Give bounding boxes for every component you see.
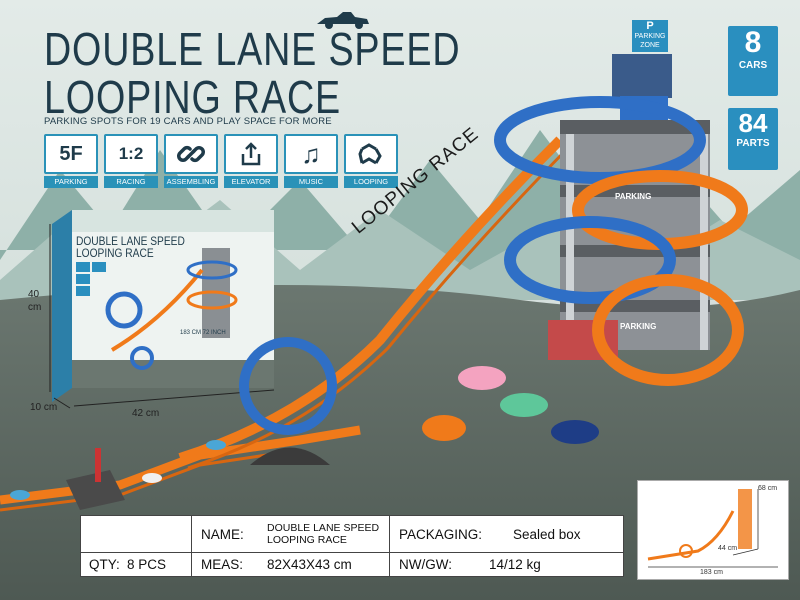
box-size-note: 183 CM 72 INCH xyxy=(180,330,226,336)
spec-packaging-label: PACKAGING: xyxy=(399,526,483,542)
dimension-inset: 68 cm 44 cm 183 cm xyxy=(637,480,789,580)
chain-link-icon xyxy=(164,134,218,174)
box-height-label: 40 cm xyxy=(28,289,42,313)
product-subtitle: PARKING SPOTS FOR 19 CARS AND PLAY SPACE… xyxy=(44,116,332,127)
feature-label: ASSEMBLING xyxy=(164,176,218,188)
feature-elevator: ELEVATOR xyxy=(224,134,278,188)
spec-name-value: DOUBLE LANE SPEED LOOPING RACE xyxy=(267,522,380,546)
spec-row-2: QTY: 8 PCS MEAS: 82X43X43 cm NW/GW: 14/1… xyxy=(81,552,623,577)
tower-sign: P PARKING ZONE xyxy=(630,20,670,54)
inset-height-label: 68 cm xyxy=(758,485,778,492)
tower-label-upper: PARKING xyxy=(615,192,652,201)
product-title-line2: LOOPING RACE xyxy=(44,71,342,123)
tower-sign-parking-letter: P xyxy=(646,20,654,32)
product-box: DOUBLE LANE SPEED LOOPING RACE 183 CM 72… xyxy=(52,210,274,402)
parts-count: 84 xyxy=(738,108,768,138)
feature-looping: LOOPING xyxy=(344,134,398,188)
music-note-icon: ♫ xyxy=(284,134,338,174)
spec-row-1: NAME: DOUBLE LANE SPEED LOOPING RACE PAC… xyxy=(81,516,623,553)
spec-nwgw-label: NW/GW: xyxy=(399,557,452,572)
inset-length-label: 183 cm xyxy=(700,569,723,576)
toy-cars xyxy=(10,366,599,500)
cars-count-badge: 8 CARS xyxy=(728,26,778,96)
spec-packaging-value: Sealed box xyxy=(513,526,581,542)
spec-name-label: NAME: xyxy=(201,526,244,542)
loop-arrows-icon xyxy=(344,134,398,174)
box-title-line1: DOUBLE LANE SPEED xyxy=(76,234,185,248)
box-width-label: 42 cm xyxy=(132,408,160,419)
feature-parking: 5F PARKING xyxy=(44,134,98,188)
feature-music: ♫ MUSIC xyxy=(284,134,338,188)
spec-meas-label: MEAS: xyxy=(201,557,244,572)
feature-label: LOOPING xyxy=(344,176,398,188)
spec-qty-label: QTY: xyxy=(89,557,120,572)
tower-sign-line3: ZONE xyxy=(640,42,660,49)
spec-qty-value: 8 PCS xyxy=(127,557,167,572)
spec-nwgw-value: 14/12 kg xyxy=(489,557,541,572)
box-title-line2: LOOPING RACE xyxy=(76,246,154,260)
product-title-line1: DOUBLE LANE SPEED xyxy=(44,23,461,75)
upload-arrow-icon xyxy=(224,134,278,174)
spec-meas-value: 82X43X43 cm xyxy=(267,557,352,572)
spec-divider xyxy=(191,516,192,576)
feature-assembling: ASSEMBLING xyxy=(164,134,218,188)
racing-score-icon: 1:2 xyxy=(104,134,158,174)
spec-divider xyxy=(389,516,390,576)
spec-table: NAME: DOUBLE LANE SPEED LOOPING RACE PAC… xyxy=(80,515,624,577)
cars-count: 8 xyxy=(744,26,762,59)
tower-sign-line2: PARKING xyxy=(634,33,666,40)
feature-label: MUSIC xyxy=(284,176,338,188)
parts-count-badge: 84 PARTS xyxy=(728,108,778,170)
feature-racing: 1:2 RACING xyxy=(104,134,158,188)
tower-label-lower: PARKING xyxy=(620,322,657,331)
cars-caption: CARS xyxy=(738,60,768,71)
parts-caption: PARTS xyxy=(736,138,770,149)
feature-label: PARKING xyxy=(44,176,98,188)
inset-depth-label: 44 cm xyxy=(718,545,738,552)
parking-tower xyxy=(548,20,710,360)
box-depth-label: 10 cm xyxy=(30,402,58,413)
race-car-icon xyxy=(317,12,369,29)
parking-floors-icon: 5F xyxy=(44,134,98,174)
feature-label: ELEVATOR xyxy=(224,176,278,188)
feature-label: RACING xyxy=(104,176,158,188)
